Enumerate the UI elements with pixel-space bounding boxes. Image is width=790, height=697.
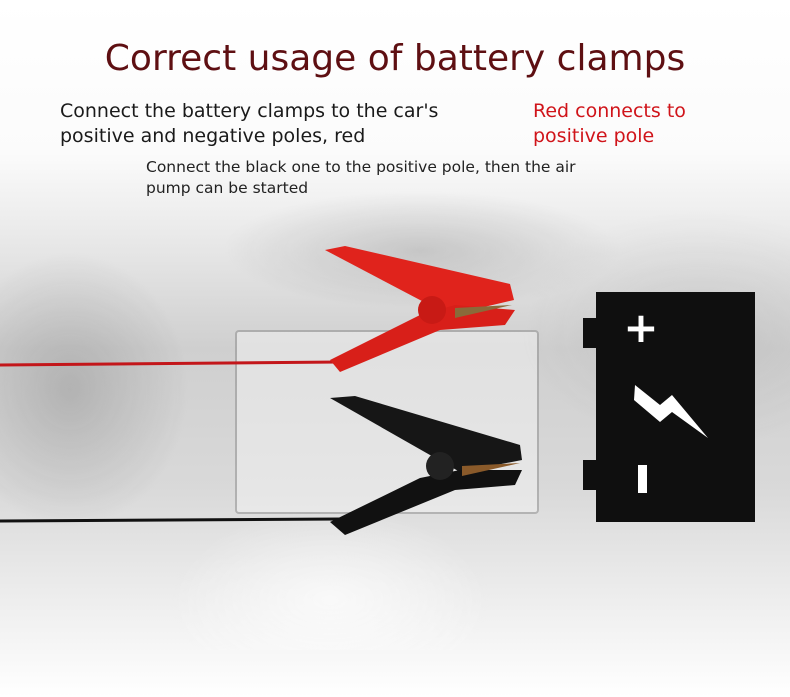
instruction-main-line: Connect the battery clamps to the car's (60, 100, 439, 122)
black-clamp (0, 396, 522, 535)
instruction-red: Red connects to positive pole (533, 99, 686, 149)
minus-icon (638, 465, 647, 493)
battery-icon: + - (0, 0, 755, 522)
minus-symbol-text: - (0, 0, 1, 1)
instruction-main-line: positive and negative poles, red (60, 125, 366, 147)
lightning-icon (634, 385, 708, 438)
instruction-sub: Connect the black one to the positive po… (146, 157, 576, 199)
instruction-red-line: positive pole (533, 125, 655, 147)
instruction-main: Connect the battery clamps to the car's … (60, 99, 438, 149)
page-title: Correct usage of battery clamps (104, 38, 686, 79)
instruction-sub-line: pump can be started (146, 179, 309, 197)
plus-icon: + (623, 303, 658, 352)
instruction-red-line: Red connects to (533, 100, 686, 122)
red-clamp (0, 246, 515, 372)
instruction-sub-line: Connect the black one to the positive po… (146, 158, 576, 176)
